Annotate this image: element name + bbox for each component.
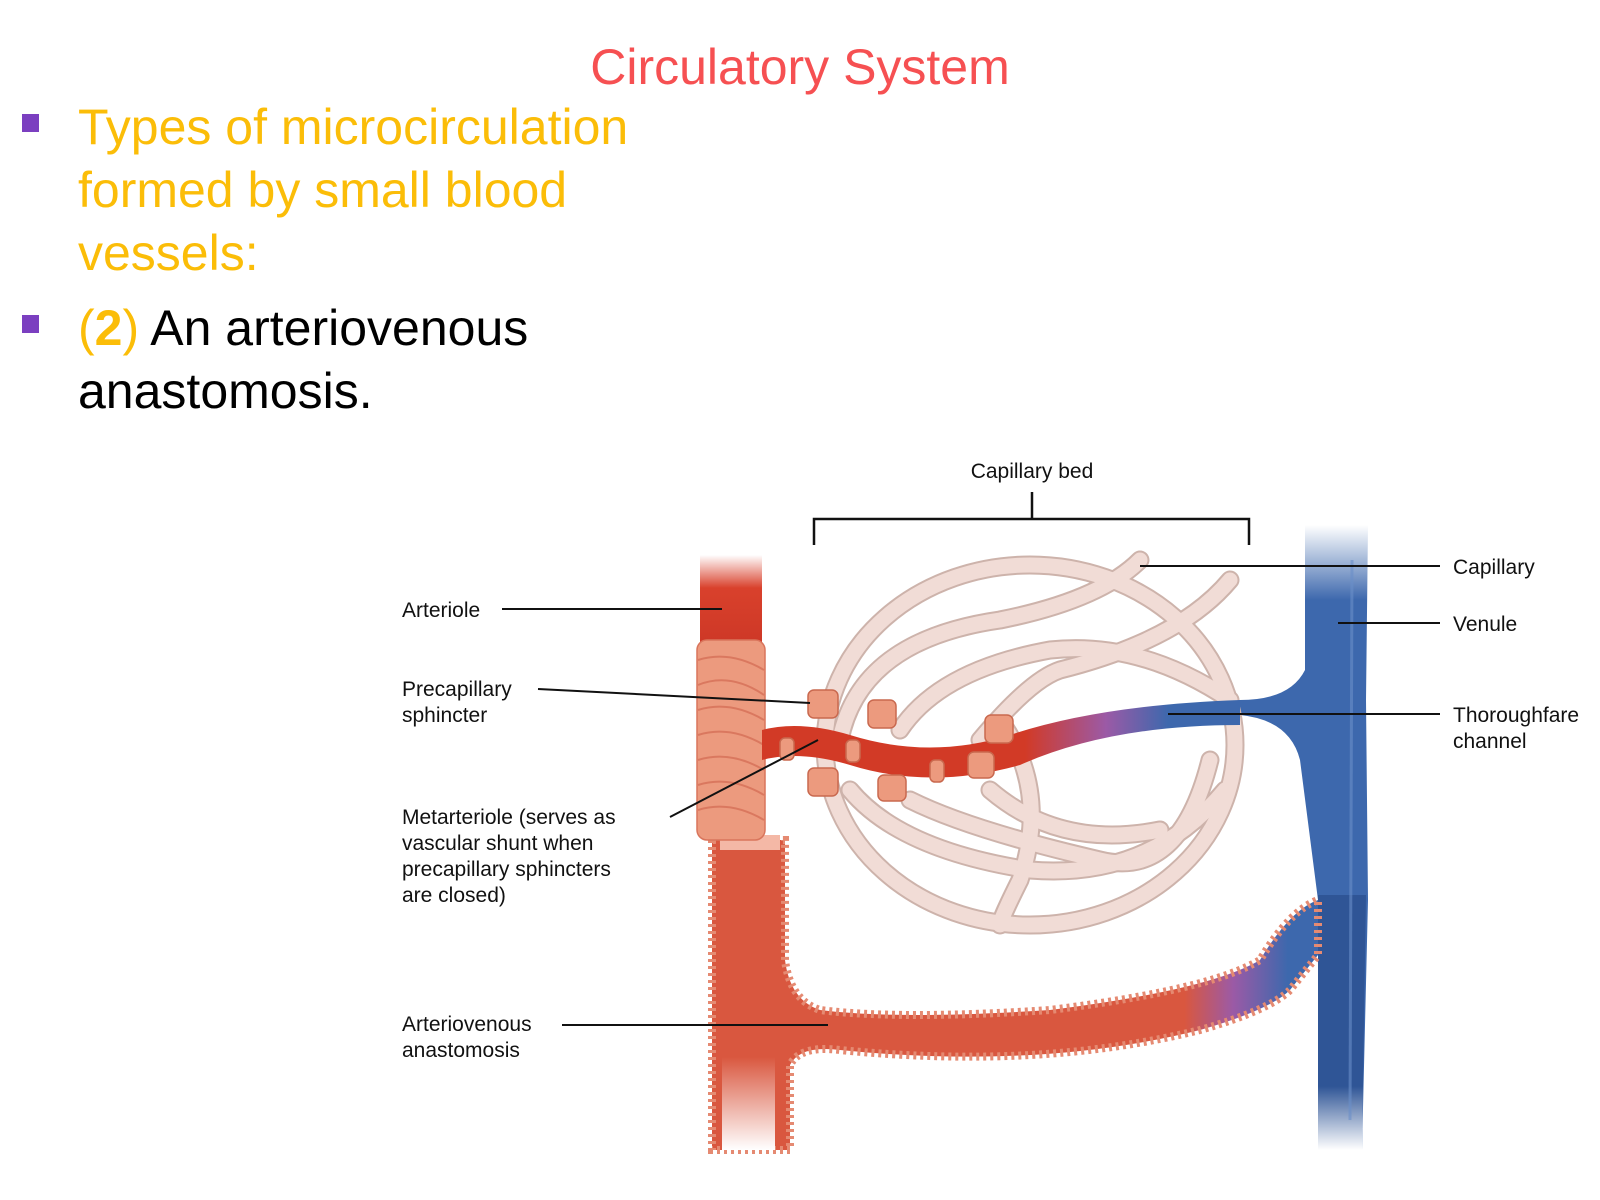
item-number: 2 (94, 300, 123, 356)
label-arteriole: Arteriole (402, 599, 480, 622)
bullet-line: formed by small blood (78, 162, 568, 218)
label-venule: Venule (1453, 613, 1517, 636)
label-metarteriole-line2: vascular shunt when (402, 832, 593, 855)
label-metarteriole-line3: precapillary sphincters (402, 858, 611, 881)
bullet-line: vessels: (78, 225, 259, 281)
bullet-square-icon (22, 114, 39, 132)
label-precapillary-line1: Precapillary (402, 678, 512, 701)
slide-title-text: Circulatory System (590, 39, 1010, 95)
label-capillary: Capillary (1453, 556, 1535, 579)
label-metarteriole-line4: are closed) (402, 884, 506, 907)
bullet-text: An arteriovenous (139, 300, 529, 356)
capillary-bed-bracket (812, 492, 1251, 545)
capillary-network-fill (817, 552, 1243, 933)
label-thoroughfare-line1: Thoroughfare (1453, 704, 1579, 727)
bullet-text: anastomosis. (78, 363, 373, 419)
bullet-list: Types of microcirculation formed by smal… (22, 96, 702, 435)
label-metarteriole-line1: Metarteriole (serves as (402, 806, 616, 829)
label-precapillary-line2: sphincter (402, 704, 487, 727)
arteriovenous-anastomosis-vessel (708, 835, 1322, 1154)
precapillary-sphincters (779, 689, 1014, 802)
bullet-square-icon (22, 315, 39, 333)
slide-title: Circulatory System (0, 38, 1600, 96)
label-av-line2: anastomosis (402, 1039, 520, 1062)
label-capillary-bed: Capillary bed (971, 460, 1094, 483)
label-thoroughfare-line2: channel (1453, 730, 1527, 753)
bullet-item-types: Types of microcirculation formed by smal… (22, 96, 702, 285)
label-av-line1: Arteriovenous (402, 1013, 532, 1036)
paren-close: ) (122, 300, 140, 356)
bullet-line: Types of microcirculation (78, 99, 629, 155)
bullet-item-anastomosis: (2) An arteriovenous anastomosis. (22, 297, 702, 423)
venule-vessel (1240, 525, 1368, 1150)
paren-open: ( (78, 300, 95, 356)
leader-lines (502, 565, 1440, 1026)
